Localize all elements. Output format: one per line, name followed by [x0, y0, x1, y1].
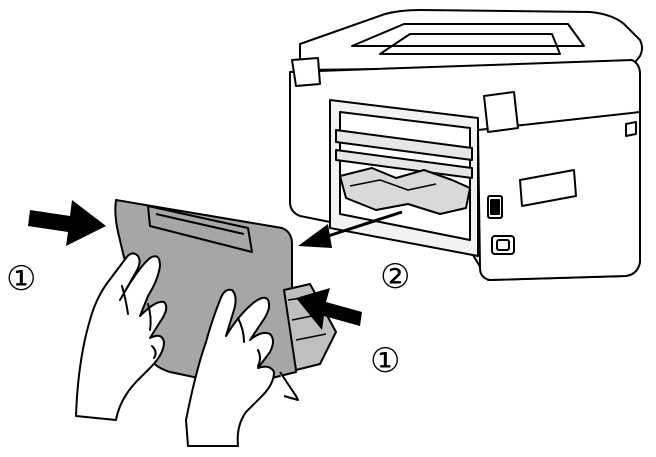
right-hand-icon: [185, 288, 275, 447]
power-port-icon: [491, 235, 515, 255]
printer-side-panel: [477, 111, 641, 281]
side-handle: [519, 169, 577, 207]
left-bracket: [291, 57, 321, 87]
paper-jam-icon: [339, 167, 471, 215]
inner-roller-top: [335, 129, 473, 161]
squeeze-arrow-right-icon: [296, 288, 362, 330]
left-hand-icon: [75, 252, 168, 421]
step-label-left: ①: [6, 259, 36, 299]
pull-out-arrow-icon: [298, 210, 403, 248]
cover-latch: [283, 283, 337, 371]
inner-roller-mid: [335, 149, 473, 179]
printer-tray-inner: [379, 33, 561, 55]
squeeze-arrow-left-icon: [28, 200, 106, 246]
printer-icon: [289, 9, 643, 281]
right-bracket: [483, 91, 519, 133]
step-label-pull: ②: [380, 257, 410, 297]
step-label-right: ①: [370, 341, 400, 381]
